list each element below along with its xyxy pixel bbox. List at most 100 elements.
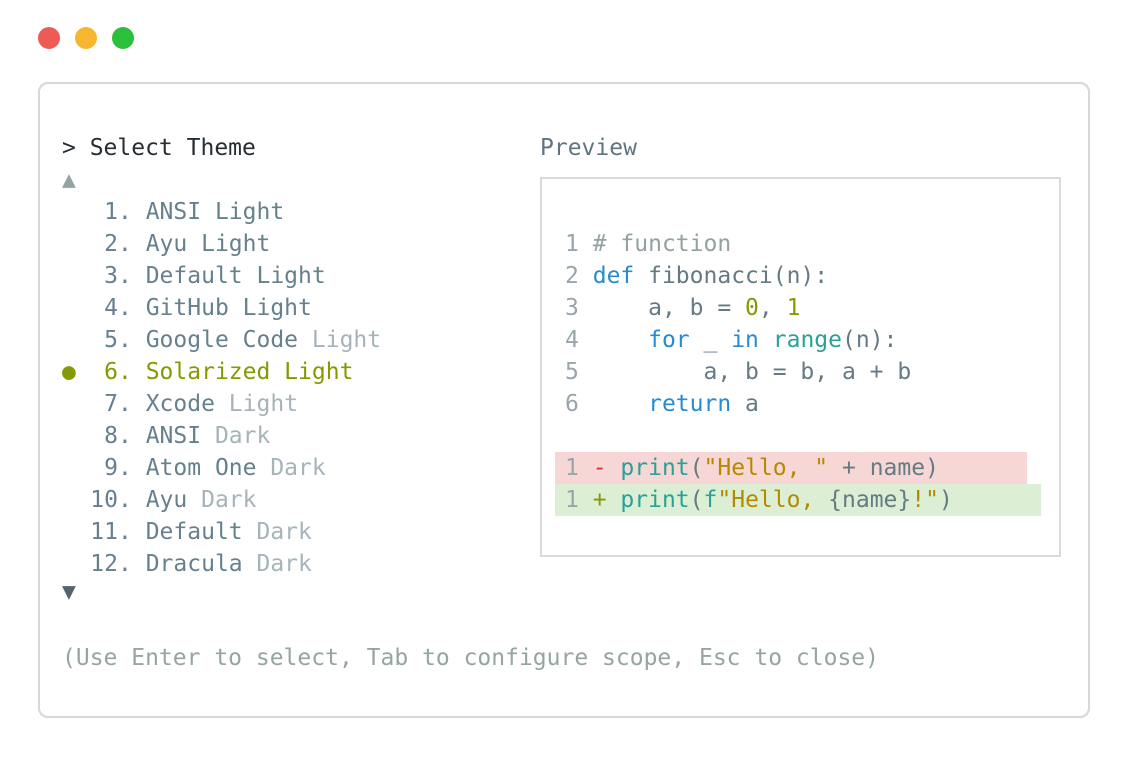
theme-name: Google Code bbox=[145, 327, 299, 353]
code-segment: a bbox=[731, 391, 759, 417]
theme-list-item[interactable]: 2. Ayu Light bbox=[62, 228, 381, 260]
theme-list-item[interactable]: 11. Default Dark bbox=[62, 516, 381, 548]
selected-bullet-icon: ● bbox=[62, 359, 76, 385]
theme-variant-dim: Dark bbox=[187, 487, 257, 513]
code-segment: ( bbox=[689, 487, 704, 513]
panel-title: > Select Theme bbox=[62, 135, 256, 161]
theme-number: 3 bbox=[104, 263, 118, 289]
line-number: 1 bbox=[565, 231, 579, 257]
theme-name: ANSI Light bbox=[145, 199, 285, 225]
line-number: 3 bbox=[565, 295, 579, 321]
code-segment: a, b = b, a + b bbox=[592, 359, 912, 385]
theme-name: Solarized Light bbox=[145, 359, 354, 385]
diff-line-added: 1 + print(f"Hello, {name}!") bbox=[555, 484, 1059, 516]
code-segment: 0 bbox=[745, 295, 759, 321]
theme-number: 12 bbox=[90, 551, 118, 577]
theme-list-item[interactable]: 8. ANSI Dark bbox=[62, 420, 381, 452]
code-blank-line bbox=[565, 420, 1059, 452]
theme-variant-dim: Dark bbox=[242, 551, 312, 577]
code-segment: + bbox=[592, 487, 621, 513]
code-segment: "Hello, bbox=[717, 487, 829, 513]
diff-highlight-added: 1 + print(f"Hello, {name}!") bbox=[555, 484, 1041, 516]
diff-highlight-removed: 1 - print("Hello, " + name) bbox=[555, 452, 1027, 484]
theme-number: 2 bbox=[104, 231, 118, 257]
theme-number: 5 bbox=[104, 327, 118, 353]
theme-number: 6 bbox=[104, 359, 118, 385]
code-segment: a, b = bbox=[592, 295, 746, 321]
theme-name: Ayu Light bbox=[145, 231, 271, 257]
theme-variant-dim: Dark bbox=[201, 423, 271, 449]
theme-list-item[interactable]: ●6. Solarized Light bbox=[62, 356, 381, 388]
code-segment: , bbox=[758, 295, 787, 321]
code-line: 5 a, b = b, a + b bbox=[565, 356, 1059, 388]
code-segment: ( bbox=[689, 455, 704, 481]
window-controls bbox=[38, 27, 134, 49]
theme-list-item[interactable]: 9. Atom One Dark bbox=[62, 452, 381, 484]
theme-name: ANSI bbox=[145, 423, 202, 449]
code-segment: range bbox=[772, 327, 843, 353]
theme-list-item[interactable]: 4. GitHub Light bbox=[62, 292, 381, 324]
theme-number: 7 bbox=[104, 391, 118, 417]
code-line: 6 return a bbox=[565, 388, 1059, 420]
theme-name: GitHub Light bbox=[145, 295, 312, 321]
theme-variant-dim: Dark bbox=[242, 519, 312, 545]
code-segment bbox=[593, 391, 648, 417]
theme-list-item[interactable]: 3. Default Light bbox=[62, 260, 381, 292]
code-segment: (n): bbox=[842, 327, 898, 353]
scroll-up-icon[interactable]: ▲ bbox=[62, 167, 76, 193]
theme-name: Ayu bbox=[145, 487, 188, 513]
theme-number: 10 bbox=[90, 487, 118, 513]
code-segment bbox=[593, 327, 648, 353]
code-segment: f bbox=[703, 487, 718, 513]
theme-name: Dracula bbox=[145, 551, 243, 577]
code-segment bbox=[759, 327, 773, 353]
line-number: 4 bbox=[565, 327, 579, 353]
code-segment: print bbox=[620, 487, 690, 513]
theme-number: 11 bbox=[90, 519, 118, 545]
code-line: 4 for _ in range(n): bbox=[565, 324, 1059, 356]
code-segment: _ bbox=[689, 327, 732, 353]
preview-label: Preview bbox=[540, 135, 637, 161]
theme-list-item[interactable]: 7. Xcode Light bbox=[62, 388, 381, 420]
line-number: 2 bbox=[565, 263, 579, 289]
theme-name: Default Light bbox=[145, 263, 326, 289]
help-text: (Use Enter to select, Tab to configure s… bbox=[62, 645, 879, 671]
code-segment: print bbox=[620, 455, 690, 481]
code-segment: ) bbox=[938, 487, 953, 513]
code-segment: fibonacci(n): bbox=[634, 263, 829, 289]
code-segment: 1 bbox=[786, 295, 801, 321]
theme-list-item[interactable]: 12. Dracula Dark bbox=[62, 548, 381, 580]
code-segment: # function bbox=[592, 231, 732, 257]
code-segment: in bbox=[731, 327, 759, 353]
line-number: 5 bbox=[565, 359, 579, 385]
code-segment: - bbox=[592, 455, 621, 481]
code-line: 1 # function bbox=[565, 228, 1059, 260]
code-segment: !" bbox=[911, 487, 939, 513]
theme-variant-dim: Light bbox=[298, 327, 382, 353]
scroll-down-icon[interactable]: ▼ bbox=[62, 579, 76, 605]
code-segment: def bbox=[592, 263, 635, 289]
theme-number: 4 bbox=[104, 295, 118, 321]
line-number: 6 bbox=[565, 391, 579, 417]
theme-variant-dim: Light bbox=[214, 391, 299, 417]
close-window-icon[interactable] bbox=[38, 27, 60, 49]
theme-list-item[interactable]: 5. Google Code Light bbox=[62, 324, 381, 356]
theme-number: 8 bbox=[104, 423, 118, 449]
theme-list-item[interactable]: 10. Ayu Dark bbox=[62, 484, 381, 516]
diff-line-removed: 1 - print("Hello, " + name) bbox=[555, 452, 1059, 484]
code-segment: return bbox=[648, 391, 732, 417]
theme-number: 9 bbox=[104, 455, 118, 481]
theme-name: Xcode bbox=[145, 391, 215, 417]
code-line: 3 a, b = 0, 1 bbox=[565, 292, 1059, 324]
code-segment: for bbox=[648, 327, 690, 353]
code-segment: "Hello, " bbox=[703, 455, 829, 481]
minimize-window-icon[interactable] bbox=[75, 27, 97, 49]
theme-list-item[interactable]: 1. ANSI Light bbox=[62, 196, 381, 228]
code-preview-box: 1 # function 2 def fibonacci(n): 3 a, b = … bbox=[540, 177, 1061, 557]
code-segment: {name} bbox=[828, 487, 912, 513]
code-segment: + name) bbox=[828, 455, 939, 481]
zoom-window-icon[interactable] bbox=[112, 27, 134, 49]
line-number: 1 bbox=[565, 487, 579, 513]
